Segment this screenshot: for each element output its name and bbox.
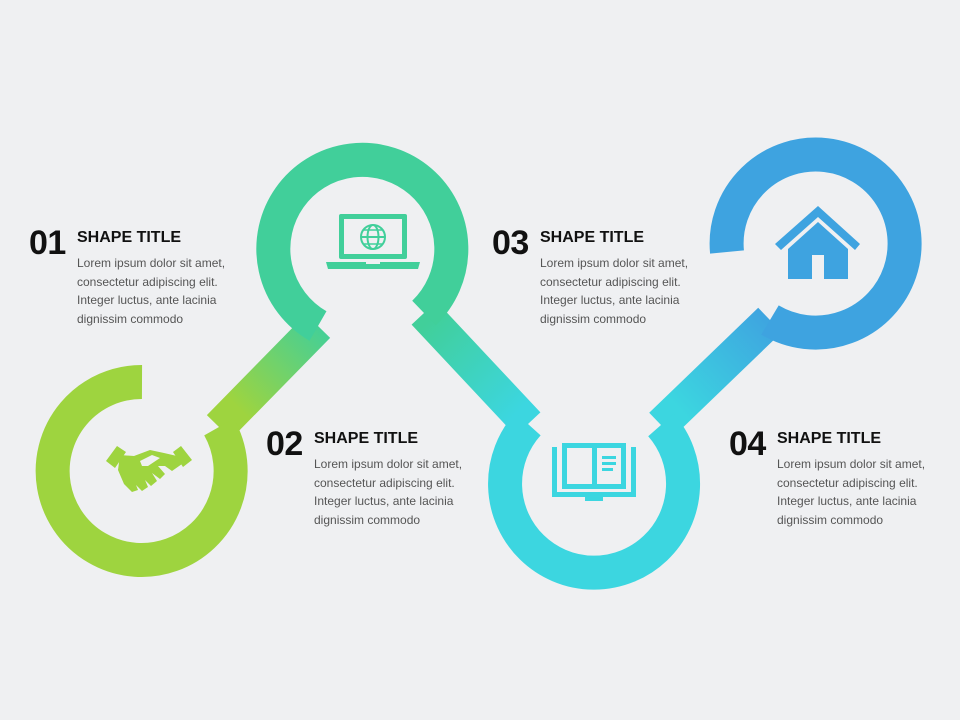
laptop-globe-icon	[326, 214, 420, 269]
step-title: SHAPE TITLE	[77, 229, 182, 246]
description-line: Lorem ipsum dolor sit amet,	[314, 457, 463, 471]
connector-teal-cyan	[411, 301, 541, 436]
description-line: dignissim commodo	[777, 513, 884, 528]
description-line: consectetur adipiscing elit.	[314, 475, 455, 490]
description-line: Lorem ipsum dolor sit amet,	[540, 256, 689, 270]
description-line: Lorem ipsum dolor sit amet,	[777, 457, 926, 471]
description-line: consectetur adipiscing elit.	[777, 475, 918, 490]
description-line: dignissim commodo	[540, 312, 647, 327]
home-icon	[775, 206, 860, 279]
description-line: dignissim commodo	[77, 312, 184, 327]
description-line: consectetur adipiscing elit.	[77, 274, 218, 289]
description-line: Lorem ipsum dolor sit amet,	[77, 256, 226, 270]
step-description: Lorem ipsum dolor sit amet, consectetur …	[777, 455, 952, 530]
description-line: Integer luctus, ante lacinia	[77, 293, 217, 308]
open-book-icon	[552, 443, 636, 501]
step-number: 02	[266, 425, 303, 463]
step-number: 01	[29, 224, 66, 262]
description-line: dignissim commodo	[314, 513, 421, 528]
connector-green-teal	[206, 314, 331, 439]
handshake-icon	[106, 446, 192, 492]
ring-blue	[709, 137, 922, 350]
description-line: Integer luctus, ante lacinia	[314, 494, 454, 509]
ring-teal-green	[256, 142, 469, 341]
ring-cyan	[488, 412, 701, 590]
step-title: SHAPE TITLE	[777, 430, 882, 447]
step-number: 03	[492, 224, 529, 262]
description-line: consectetur adipiscing elit.	[540, 274, 681, 289]
ring-green	[35, 364, 248, 577]
step-number: 04	[729, 425, 766, 463]
step-description: Lorem ipsum dolor sit amet, consectetur …	[77, 254, 252, 329]
description-line: Integer luctus, ante lacinia	[540, 293, 680, 308]
description-line: Integer luctus, ante lacinia	[777, 494, 917, 509]
step-title: SHAPE TITLE	[540, 229, 645, 246]
connector-cyan-blue	[649, 307, 782, 438]
step-title: SHAPE TITLE	[314, 430, 419, 447]
step-description: Lorem ipsum dolor sit amet, consectetur …	[314, 455, 489, 530]
step-description: Lorem ipsum dolor sit amet, consectetur …	[540, 254, 715, 329]
